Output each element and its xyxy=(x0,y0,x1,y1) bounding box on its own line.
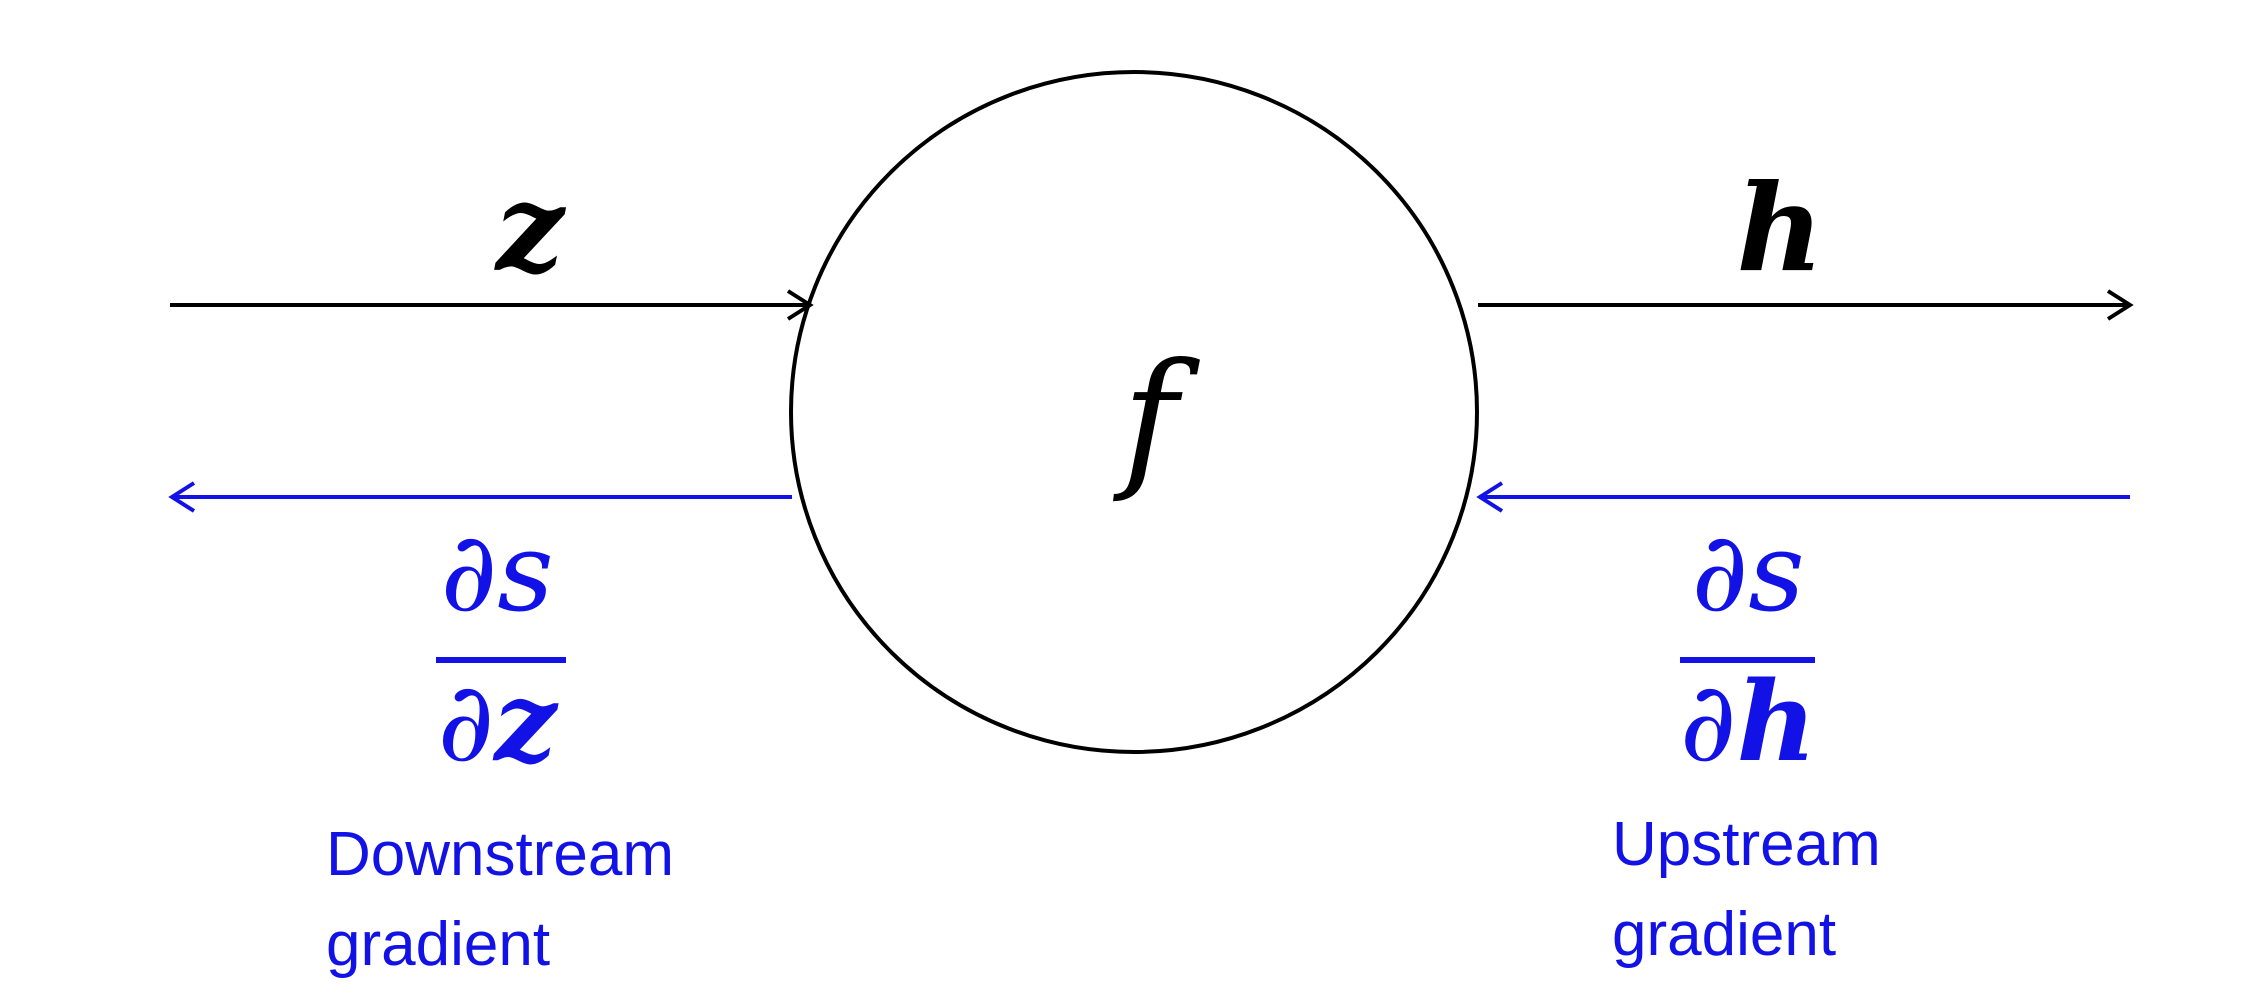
downstream-fraction-numerator: ∂s xyxy=(440,508,553,636)
upstream-gradient-arrowhead xyxy=(1476,481,1504,513)
function-node-label: f xyxy=(1112,332,1200,506)
downstream-fraction-denominator: ∂z xyxy=(437,657,559,786)
upstream-caption-line2: gradient xyxy=(1612,900,1836,969)
output-label: h xyxy=(1736,158,1823,299)
upstream-fraction-numerator: ∂s xyxy=(1691,508,1804,636)
downstream-caption-line1: Downstream xyxy=(326,820,674,889)
upstream-caption-line1: Upstream xyxy=(1612,810,1881,879)
input-label: z xyxy=(494,158,567,299)
downstream-caption-line2: gradient xyxy=(326,910,550,979)
function-node-circle xyxy=(789,70,1479,754)
upstream-fraction-denominator: ∂h xyxy=(1680,657,1817,786)
output-forward-arrowhead xyxy=(2106,289,2134,321)
input-forward-arrowhead xyxy=(786,289,814,321)
downstream-gradient-arrowhead xyxy=(168,481,196,513)
